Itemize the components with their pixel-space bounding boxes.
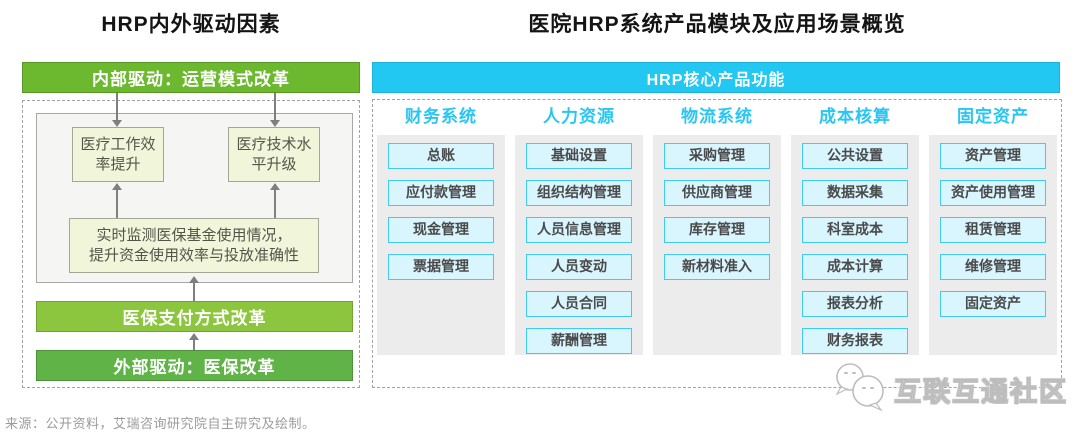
column-header: 财务系统 xyxy=(405,107,477,126)
module-item: 薪酬管理 xyxy=(526,328,632,354)
right-dashed-frame xyxy=(372,99,1062,388)
tech-upgrade-box: 医疗技术水 平升级 xyxy=(228,127,320,182)
module-item: 新材料准入 xyxy=(664,254,770,280)
module-item: 应付款管理 xyxy=(388,180,494,206)
arrow-down-icon xyxy=(270,93,280,127)
module-item: 人员合同 xyxy=(526,291,632,317)
column-body: 公共设置 数据采集 科室成本 成本计算 报表分析 财务报表 xyxy=(791,135,919,355)
column-body: 资产管理 资产使用管理 租赁管理 维修管理 固定资产 xyxy=(929,135,1057,355)
module-item: 维修管理 xyxy=(940,254,1046,280)
payment-reform-bar: 医保支付方式改革 xyxy=(36,301,353,332)
fund-monitor-box: 实时监测医保基金使用情况， 提升资金使用效率与投放准确性 xyxy=(69,218,319,273)
watermark: 互联互通社区 xyxy=(830,360,1068,419)
module-item: 固定资产 xyxy=(940,291,1046,317)
arrow-up-icon xyxy=(270,183,280,218)
right-panel-title: 医院HRP系统产品模块及应用场景概览 xyxy=(528,13,906,36)
module-item: 资产管理 xyxy=(940,143,1046,169)
source-note: 来源：公开资料，艾瑞咨询研究院自主研究及绘制。 xyxy=(5,416,316,431)
chat-bubbles-icon xyxy=(830,360,892,419)
module-item: 成本计算 xyxy=(802,254,908,280)
module-item: 人员信息管理 xyxy=(526,217,632,243)
arrow-up-icon xyxy=(189,333,199,350)
module-item: 库存管理 xyxy=(664,217,770,243)
module-item: 资产使用管理 xyxy=(940,180,1046,206)
module-item: 公共设置 xyxy=(802,143,908,169)
module-item: 组织结构管理 xyxy=(526,180,632,206)
column-header: 人力资源 xyxy=(543,107,615,126)
module-column-hr: 人力资源 基础设置 组织结构管理 人员信息管理 人员变动 人员合同 薪酬管理 xyxy=(515,103,643,355)
module-item: 供应商管理 xyxy=(664,180,770,206)
watermark-text: 互联互通社区 xyxy=(894,377,1068,408)
module-item: 财务报表 xyxy=(802,328,908,354)
module-item: 租赁管理 xyxy=(940,217,1046,243)
internal-driver-bar: 内部驱动：运营模式改革 xyxy=(22,62,360,93)
module-column-assets: 固定资产 资产管理 资产使用管理 租赁管理 维修管理 固定资产 xyxy=(929,103,1057,355)
core-functions-bar: HRP核心产品功能 xyxy=(372,62,1060,93)
module-item: 数据采集 xyxy=(802,180,908,206)
module-column-finance: 财务系统 总账 应付款管理 现金管理 票据管理 xyxy=(377,103,505,355)
module-column-logistics: 物流系统 采购管理 供应商管理 库存管理 新材料准入 xyxy=(653,103,781,355)
left-dashed-frame xyxy=(22,100,360,388)
module-item: 科室成本 xyxy=(802,217,908,243)
work-efficiency-box: 医疗工作效 率提升 xyxy=(72,127,164,182)
column-body: 采购管理 供应商管理 库存管理 新材料准入 xyxy=(653,135,781,355)
module-item: 基础设置 xyxy=(526,143,632,169)
module-item: 票据管理 xyxy=(388,254,494,280)
arrow-up-icon xyxy=(112,183,122,218)
column-header: 固定资产 xyxy=(957,107,1029,126)
module-item: 人员变动 xyxy=(526,254,632,280)
column-header: 物流系统 xyxy=(681,107,753,126)
arrow-up-icon xyxy=(189,276,199,301)
module-item: 报表分析 xyxy=(802,291,908,317)
module-column-cost: 成本核算 公共设置 数据采集 科室成本 成本计算 报表分析 财务报表 xyxy=(791,103,919,355)
module-item: 采购管理 xyxy=(664,143,770,169)
module-item: 总账 xyxy=(388,143,494,169)
column-body: 总账 应付款管理 现金管理 票据管理 xyxy=(377,135,505,355)
left-panel-title: HRP内外驱动因素 xyxy=(101,13,281,36)
arrow-down-icon xyxy=(112,93,122,127)
module-item: 现金管理 xyxy=(388,217,494,243)
external-driver-bar: 外部驱动：医保改革 xyxy=(36,350,353,381)
column-header: 成本核算 xyxy=(819,107,891,126)
column-body: 基础设置 组织结构管理 人员信息管理 人员变动 人员合同 薪酬管理 xyxy=(515,135,643,355)
